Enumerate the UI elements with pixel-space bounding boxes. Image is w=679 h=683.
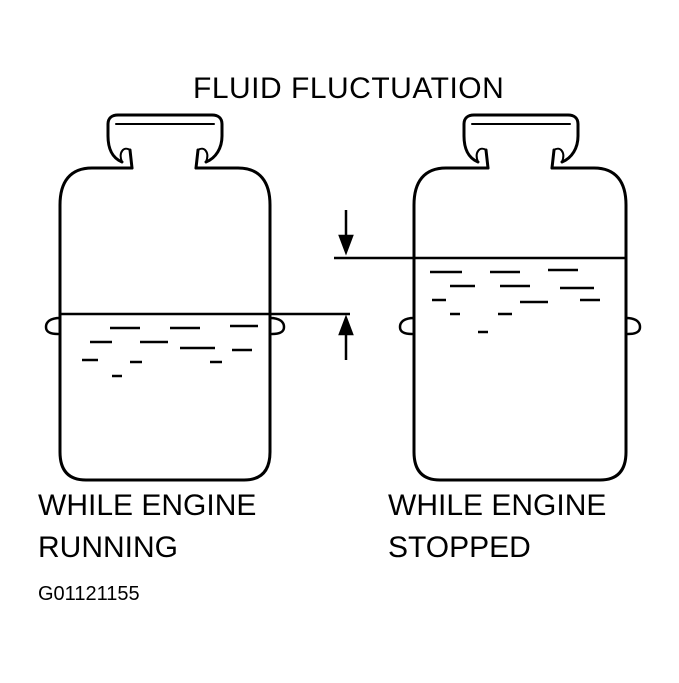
right-reservoir-body bbox=[412, 166, 628, 482]
left-reservoir-cap bbox=[106, 113, 224, 164]
diagram-title: FLUID FLUCTUATION bbox=[193, 72, 505, 105]
left-tank-label-line2: RUNNING bbox=[38, 531, 178, 564]
figure-code: G01121155 bbox=[38, 583, 140, 605]
left-reservoir bbox=[44, 113, 286, 482]
right-fluid-level bbox=[334, 256, 626, 334]
right-reservoir bbox=[398, 113, 642, 482]
right-tank-label-line2: STOPPED bbox=[388, 531, 531, 564]
level-difference-arrows bbox=[338, 210, 354, 360]
left-fluid-level bbox=[60, 312, 350, 378]
right-tank-label-line1: WHILE ENGINE bbox=[388, 489, 607, 522]
left-tank-label-line1: WHILE ENGINE bbox=[38, 489, 257, 522]
right-reservoir-cap bbox=[462, 113, 580, 164]
left-reservoir-body bbox=[58, 166, 272, 482]
